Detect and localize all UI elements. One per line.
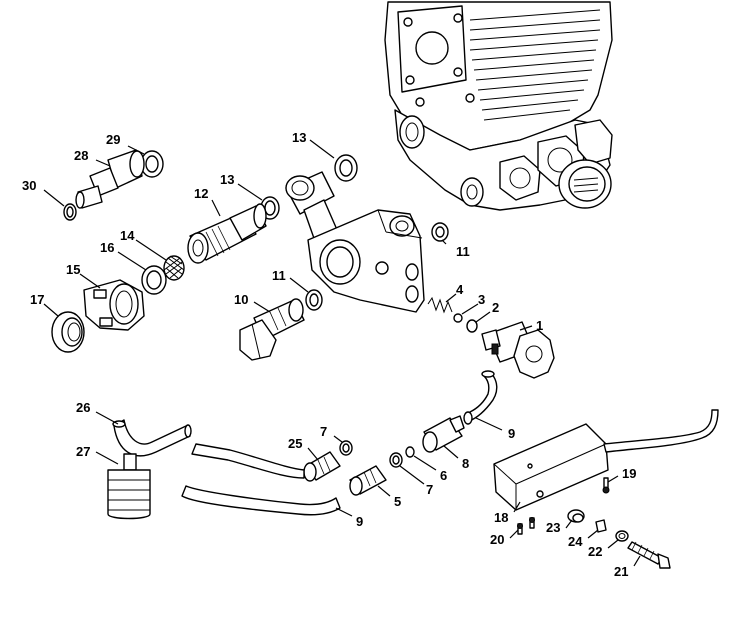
callout-19: 19 — [622, 466, 636, 481]
leader-lines — [43, 139, 641, 567]
part-1-pressure-valve — [481, 321, 555, 379]
part-25-connector — [303, 451, 341, 482]
callout-24: 24 — [568, 534, 583, 549]
part-30-o-ring — [63, 203, 77, 221]
callout-27: 27 — [76, 444, 90, 459]
part-19-screw — [602, 477, 610, 494]
part-10-banjo-bolt — [239, 298, 305, 361]
part-13-o-ring-upper — [334, 154, 358, 182]
part-4-spring — [427, 296, 453, 314]
callout-1: 1 — [536, 318, 543, 333]
callout-2: 2 — [492, 300, 499, 315]
callout-3: 3 — [478, 292, 485, 307]
callout-14: 14 — [120, 228, 135, 243]
part-3-ball — [453, 313, 463, 323]
part-9-hose-upper — [463, 370, 498, 425]
callout-9-upper: 9 — [508, 426, 515, 441]
callout-25: 25 — [288, 436, 302, 451]
part-27-filter — [107, 453, 151, 520]
callout-15: 15 — [66, 262, 80, 277]
callout-4: 4 — [456, 282, 464, 297]
callout-30: 30 — [22, 178, 36, 193]
pump-housing — [384, 1, 613, 211]
callout-11-left: 11 — [272, 268, 286, 283]
part-15-coupling-nut — [83, 279, 145, 331]
part-21-bolt — [627, 541, 671, 569]
part-6-seal — [405, 446, 415, 458]
callout-7-left: 7 — [320, 424, 327, 439]
part-17-ring-nut — [51, 311, 85, 353]
part-9-hose-lower — [181, 485, 341, 516]
callout-7-right: 7 — [426, 482, 433, 497]
part-11-o-ring-right — [431, 222, 449, 242]
part-7-o-ring-left — [339, 440, 353, 456]
part-14-strainer — [163, 255, 185, 281]
callout-9-lower: 9 — [356, 514, 363, 529]
part-2-o-ring — [466, 319, 478, 333]
callout-13-upper: 13 — [292, 130, 306, 145]
part-22-nut — [615, 530, 629, 542]
callout-16: 16 — [100, 240, 114, 255]
part-28-hose-connector — [75, 149, 145, 209]
callout-10: 10 — [234, 292, 248, 307]
part-11-o-ring-left — [305, 289, 323, 311]
part-18-switch-box — [493, 409, 719, 511]
callout-29: 29 — [106, 132, 120, 147]
part-16-sealing-ring — [141, 265, 167, 295]
part-23-grommet — [567, 509, 585, 523]
callout-20: 20 — [490, 532, 504, 547]
callout-12: 12 — [194, 186, 208, 201]
callout-28: 28 — [74, 148, 88, 163]
callout-5: 5 — [394, 494, 401, 509]
callout-6: 6 — [440, 468, 447, 483]
callout-13-left: 13 — [220, 172, 234, 187]
part-8-hose-fitting — [422, 415, 465, 453]
callout-26: 26 — [76, 400, 90, 415]
part-5-fitting — [349, 465, 387, 496]
callout-11-right: 11 — [456, 244, 470, 259]
callout-22: 22 — [588, 544, 602, 559]
callout-21: 21 — [614, 564, 628, 579]
part-20-screws — [517, 517, 535, 535]
part-24-cap — [595, 519, 607, 533]
callout-18: 18 — [494, 510, 508, 525]
callout-8: 8 — [462, 456, 469, 471]
callout-17: 17 — [30, 292, 44, 307]
part-12-threaded-nipple — [187, 203, 267, 264]
valve-block — [307, 209, 425, 313]
part-7-o-ring-right — [389, 452, 403, 468]
callout-23: 23 — [546, 520, 560, 535]
part-26-suction-hose — [112, 419, 305, 479]
callout-labels: 29 28 30 13 12 14 16 15 17 13 11 11 10 4… — [22, 130, 636, 579]
